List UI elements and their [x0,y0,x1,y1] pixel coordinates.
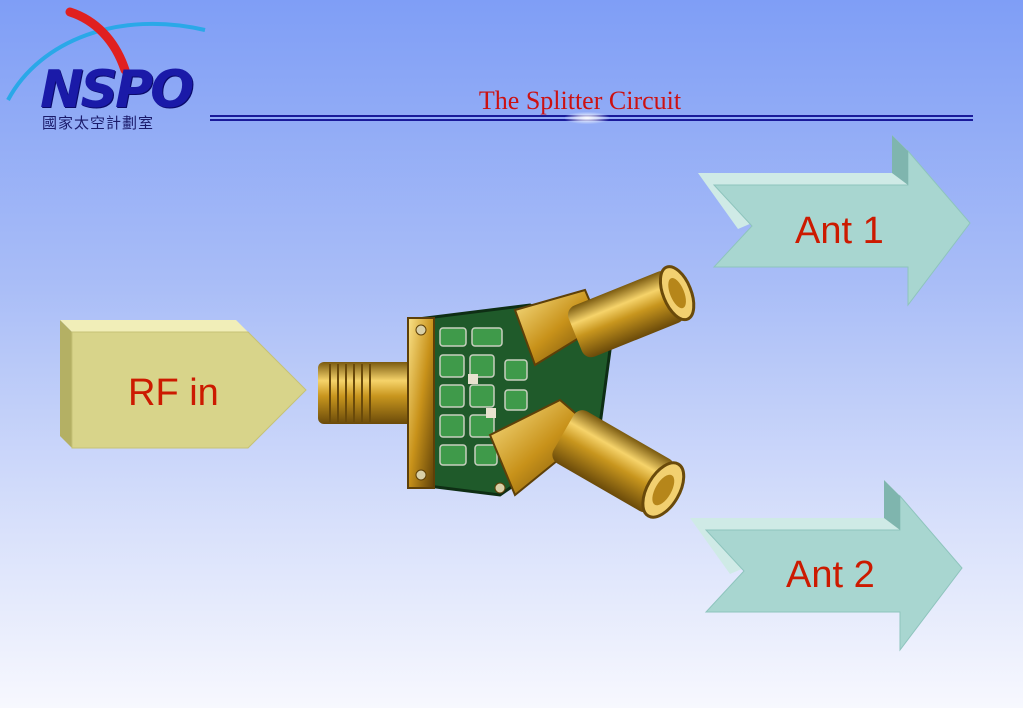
nspo-logo: NSPO 國家太空計劃室 [0,0,210,140]
slide-title: The Splitter Circuit [478,86,682,115]
logo-text: NSPO [40,60,194,120]
rule-glow [565,112,609,124]
ant1-label: Ant 1 [795,210,884,252]
ant2-block: Ant 2 [690,478,965,658]
rf-in-block: RF in [58,318,308,458]
nspo-logo-icon [6,7,206,101]
ant2-label: Ant 2 [786,554,875,596]
splitter-circuit-photo [300,250,720,550]
ant1-block: Ant 1 [698,133,973,313]
splitter-circuit-photo-icon [318,265,696,519]
logo-subtitle: 國家太空計劃室 [42,114,155,132]
rf-in-label: RF in [128,372,219,414]
